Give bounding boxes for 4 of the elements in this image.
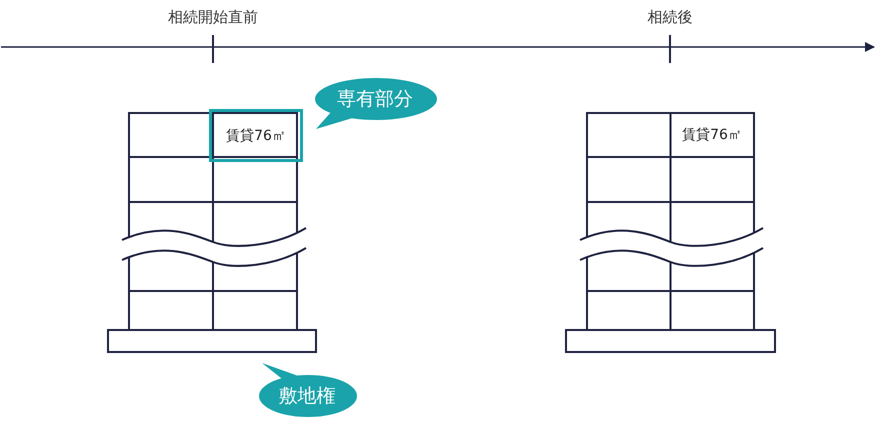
timeline-label: 相続後 [648,8,692,27]
highlighted-unit: 賃貸76㎡ [209,109,303,162]
timeline-label: 相続開始直前 [168,8,258,27]
unit-label: 賃貸76㎡ [671,114,753,156]
